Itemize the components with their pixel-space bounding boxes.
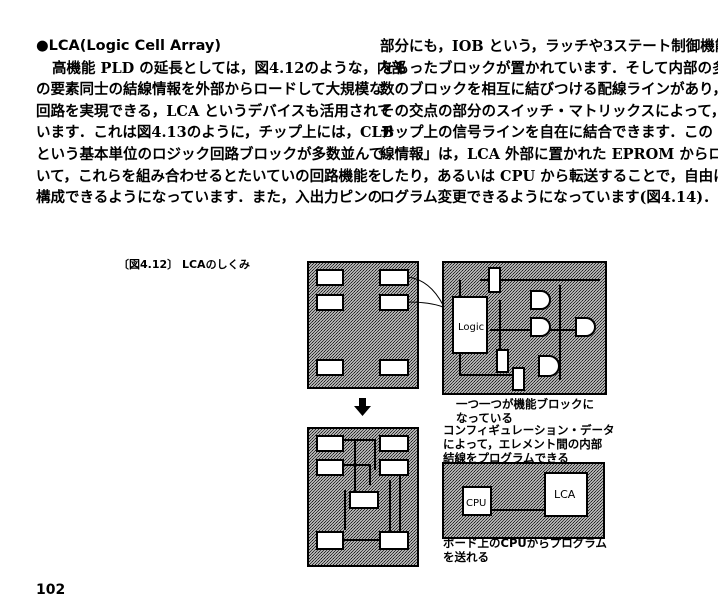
paragraph-line: 部分にも，IOB という，ラッチや3ステート制御機能	[380, 38, 718, 55]
figure-caption: 〔図4.12〕 LCAのしくみ	[118, 258, 251, 271]
board-panel: CPU LCA	[442, 462, 605, 539]
paragraph-line: したり，あるいは CPU から転送することで，自由にプ	[380, 167, 718, 185]
paragraph-line: ログラム変更できるようになっています(図4.14)．	[380, 189, 718, 207]
note-cpu-program: ボード上のCPUからプログラム を送れる	[443, 536, 607, 564]
paragraph-line: チップ上の信号ラインを自在に結合できます．この「結	[380, 124, 718, 142]
down-arrow-icon	[354, 398, 371, 416]
note-line: 一つ一つが機能ブロックに	[456, 397, 594, 411]
section-heading: ●LCA(Logic Cell Array)	[36, 38, 221, 54]
note-line: 結線をプログラムできる	[443, 451, 569, 465]
paragraph-line: の要素同士の結線情報を外部からロードして大規模な	[36, 81, 384, 99]
note-line: ボード上のCPUからプログラム	[443, 536, 607, 550]
note-function-blocks: 一つ一つが機能ブロックに なっている	[456, 397, 594, 425]
lca-label: LCA	[554, 488, 576, 501]
cpu-label: CPU	[466, 498, 486, 509]
note-line: によって，エレメント間の内部	[443, 437, 603, 451]
right-text-column: 部分にも，IOB という，ラッチや3ステート制御機能 をもったブロックが置かれて…	[380, 36, 718, 209]
paragraph-line: 回路を実現できる，LCA というデバイスも活用されて	[36, 102, 392, 120]
paragraph-line: その交点の部分のスイッチ・マトリックスによって，	[380, 102, 718, 120]
paragraph-line: いて，これらを組み合わせるとたいていの回路機能を	[36, 167, 383, 185]
paragraph-line: をもったブロックが置かれています．そして内部の多	[380, 59, 718, 77]
paragraph-line: という基本単位のロジック回路ブロックが多数並んで	[36, 145, 384, 163]
logic-label: Logic	[458, 322, 484, 333]
note-line: コンフィギュレーション・データ	[443, 423, 615, 437]
paragraph-line: います．これは図4.13のように，チップ上には，CLB	[36, 124, 395, 142]
note-line: を送れる	[443, 550, 489, 564]
paragraph-line: 構成できるようになっています．また，入出力ピンの	[36, 189, 383, 207]
note-configuration-data: コンフィギュレーション・データ によって，エレメント間の内部 結線をプログラムで…	[443, 423, 614, 465]
left-text-column: ●LCA(Logic Cell Array) 高機能 PLD の延長としては，図…	[36, 36, 406, 209]
chip-panel-before	[307, 261, 444, 389]
paragraph-line: 高機能 PLD の延長としては，図4.12のような，内部	[52, 59, 406, 77]
paragraph-line: 線情報」は，LCA 外部に置かれた EPROM からロード	[380, 145, 718, 163]
page-number: 102	[36, 582, 66, 598]
function-block-detail: Logic	[442, 261, 607, 395]
paragraph-line: 数のブロックを相互に結びつける配線ラインがあり，	[380, 81, 718, 99]
chip-panel-after	[307, 427, 419, 567]
note-line: なっている	[456, 411, 513, 425]
